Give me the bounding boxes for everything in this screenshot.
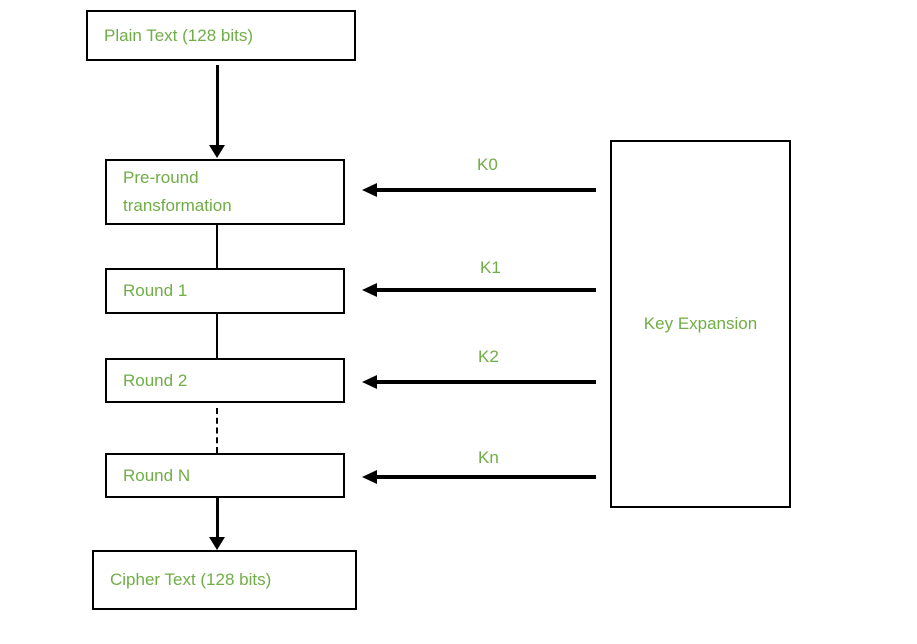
key-label-k1: K1: [480, 258, 501, 277]
node-round-1-label: Round 1: [123, 281, 188, 300]
node-key-expansion: Key Expansion: [610, 140, 791, 508]
node-plain-text-label: Plain Text (128 bits): [104, 25, 253, 45]
node-pre-round-label-line2: transformation: [123, 196, 232, 215]
node-cipher-text-label: Cipher Text (128 bits): [110, 570, 272, 589]
arrow-k2-head: [362, 375, 377, 389]
key-label-k2: K2: [478, 347, 499, 366]
arrow-k1-line: [374, 288, 596, 292]
connector-round2-roundn-dashed: [216, 408, 218, 453]
arrow-k0-line: [374, 188, 596, 192]
node-plain-text: Plain Text (128 bits): [86, 10, 356, 61]
node-pre-round-label-line1: Pre-round: [123, 168, 199, 187]
arrow-k2-line: [374, 380, 596, 384]
node-pre-round: Pre-round transformation: [105, 159, 345, 225]
connector-round1-round2: [216, 314, 218, 358]
arrow-roundn-to-ciphertext-head: [209, 537, 225, 550]
node-cipher-text: Cipher Text (128 bits): [92, 550, 357, 610]
node-round-2: Round 2: [105, 358, 345, 403]
arrow-kn-line: [374, 475, 596, 479]
node-round-n: Round N: [105, 453, 345, 498]
node-round-2-label: Round 2: [123, 370, 188, 390]
connector-preround-round1: [216, 225, 218, 268]
node-round-n-label: Round N: [123, 465, 191, 485]
node-key-expansion-label: Key Expansion: [643, 314, 758, 333]
key-label-kn: Kn: [478, 448, 499, 467]
arrow-k1-head: [362, 283, 377, 297]
key-label-k0: K0: [477, 155, 498, 174]
arrow-plaintext-to-preround-line: [216, 65, 219, 146]
node-round-1: Round 1: [105, 268, 345, 314]
arrow-kn-head: [362, 470, 377, 484]
arrow-roundn-to-ciphertext-line: [216, 498, 219, 538]
arrow-k0-head: [362, 183, 377, 197]
arrow-plaintext-to-preround-head: [209, 145, 225, 158]
